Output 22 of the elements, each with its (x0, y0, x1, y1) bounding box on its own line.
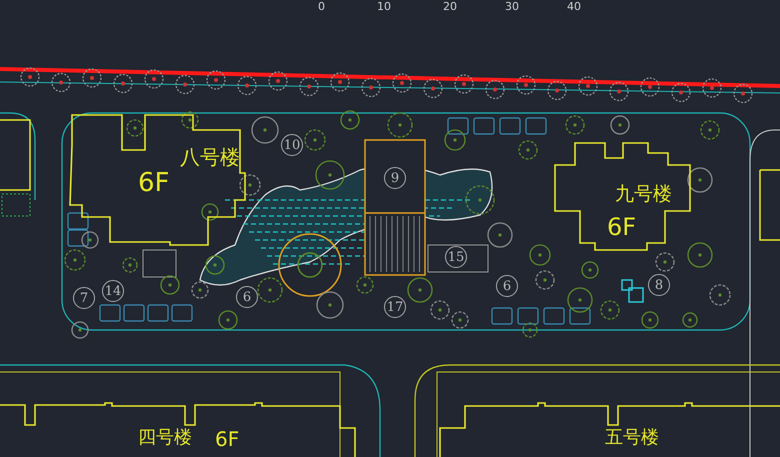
building-label: 八号楼 (180, 147, 240, 167)
callout-number: 8 (648, 274, 670, 296)
callout-number: 14 (102, 280, 124, 302)
building-outline (70, 115, 246, 247)
callout-number: 10 (281, 134, 303, 156)
floor-label: 6F (607, 215, 636, 239)
scale-label: 0 (318, 1, 325, 12)
callout-number: 6 (236, 286, 258, 308)
floor-label: 6F (138, 170, 170, 196)
scale-label: 40 (567, 1, 581, 12)
building-label: 五号楼 (605, 429, 659, 447)
building-label: 九号楼 (615, 185, 672, 204)
scale-label: 10 (377, 1, 391, 12)
scale-label: 30 (505, 1, 519, 12)
building-outline (440, 403, 780, 457)
callout-number: 15 (445, 246, 467, 268)
callout-number: 17 (384, 296, 406, 318)
floor-label: 6F (215, 429, 240, 449)
building-label: 四号楼 (138, 429, 192, 447)
callout-number: 6 (496, 275, 518, 297)
callout-number: 7 (73, 287, 95, 309)
scale-label: 20 (443, 1, 457, 12)
